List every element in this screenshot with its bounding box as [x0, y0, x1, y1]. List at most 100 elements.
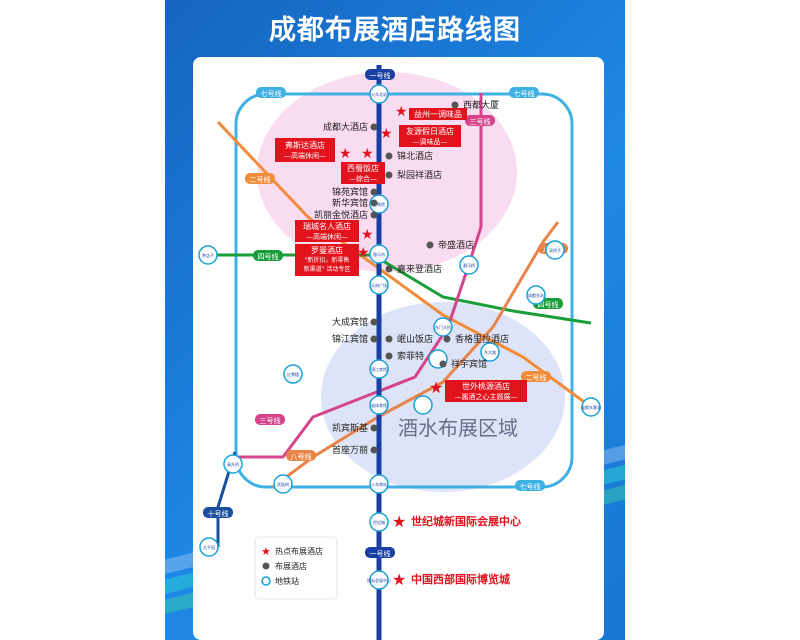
- svg-text:四号线: 四号线: [538, 300, 559, 309]
- star-icon: ★: [339, 146, 352, 162]
- hotel-item: 凯宾斯基: [332, 422, 378, 434]
- hotel-item: 新华宾馆: [332, 197, 378, 209]
- svg-text:省体育馆: 省体育馆: [371, 402, 387, 408]
- legend-metro: 地铁站: [275, 576, 299, 586]
- svg-text:双桥子: 双桥子: [549, 247, 561, 253]
- svg-text:凯丽金悦酒店: 凯丽金悦酒店: [314, 209, 368, 221]
- station-labels: 火车北站 文殊院 骆马市 天府广场 锦江宾馆 省体育馆 火车南站 世纪城 国际会…: [202, 91, 601, 583]
- legend-dot-icon: [262, 562, 270, 570]
- svg-text:成都东客站: 成都东客站: [581, 404, 601, 410]
- hotel-item: 成都大酒店: [323, 121, 378, 133]
- star-icon: ★: [380, 126, 393, 142]
- legend: ★ 热点布展酒店 布展酒店 地铁站: [254, 536, 338, 600]
- svg-text:—高端休闲—: —高端休闲—: [306, 232, 348, 241]
- metro-stations: [198, 84, 601, 590]
- svg-text:香格里拉酒店: 香格里拉酒店: [455, 333, 509, 345]
- svg-text:中国西部国际博览城: 中国西部国际博览城: [411, 572, 510, 586]
- svg-text:祥宇宾馆: 祥宇宾馆: [451, 358, 487, 370]
- svg-text:驷马桥: 驷马桥: [463, 262, 475, 268]
- svg-text:—综合—: —综合—: [349, 174, 377, 183]
- svg-text:西都大厦: 西都大厦: [463, 99, 499, 111]
- svg-text:一号线: 一号线: [370, 549, 391, 558]
- star-icon: ★: [392, 512, 406, 531]
- svg-text:锦苑宾馆: 锦苑宾馆: [332, 186, 368, 198]
- line-badges: 七号线 七号线 七号线 二号线 二号线 四号线 四号线 八号线 八号线 三号线 …: [203, 69, 568, 558]
- svg-text:罗曼酒店: 罗曼酒店: [311, 245, 343, 255]
- hotel-item: 嘉来登酒店: [385, 263, 442, 275]
- exhibit-zone: [321, 302, 565, 492]
- star-icon: ★: [357, 245, 370, 261]
- line7-ring: [234, 92, 574, 489]
- svg-text:火车北站: 火车北站: [371, 91, 387, 97]
- svg-text:天府广场: 天府广场: [371, 282, 387, 288]
- legend-circle-icon: [261, 576, 271, 586]
- svg-text:—调味品—: —调味品—: [413, 137, 448, 146]
- svg-text:嘉来登酒店: 嘉来登酒店: [397, 263, 442, 275]
- svg-text:高升桥: 高升桥: [227, 461, 239, 467]
- hotel-item: 锦北酒店: [385, 150, 433, 162]
- svg-text:红牌楼: 红牌楼: [287, 371, 299, 377]
- svg-text:新渠道" 活动专区: 新渠道" 活动专区: [304, 265, 351, 273]
- svg-text:东大路: 东大路: [484, 349, 496, 355]
- svg-text:七号线: 七号线: [520, 482, 541, 491]
- legend-star-icon: ★: [261, 545, 271, 558]
- svg-text:岷山饭店: 岷山饭店: [397, 333, 433, 345]
- hotel-item: 梨园祥酒店: [385, 169, 442, 181]
- svg-text:新华宾馆: 新华宾馆: [332, 197, 368, 209]
- hot-hotel-ruicheng: 瑞城名人酒店 —高端休闲— ★: [295, 220, 374, 243]
- svg-text:八号线: 八号线: [291, 452, 312, 461]
- hotel-item: 锦苑宾馆: [332, 186, 378, 198]
- svg-text:十号线: 十号线: [208, 509, 229, 518]
- venue-western: ★ 中国西部国际博览城: [392, 570, 510, 589]
- hotel-item: 祥宇宾馆: [439, 358, 487, 370]
- svg-text:太平园: 太平园: [203, 544, 215, 550]
- svg-text:大成宾馆: 大成宾馆: [332, 316, 368, 328]
- star-icon: ★: [361, 146, 374, 162]
- hot-hotel-luoman: 罗曼酒店 "新折扣，新零售 新渠道" 活动专区 ★: [295, 244, 370, 276]
- page-title: 成都布展酒店路线图: [269, 15, 521, 46]
- star-icon: ★: [429, 378, 443, 397]
- svg-text:西蜀饭店: 西蜀饭店: [347, 163, 379, 173]
- svg-text:成都大酒店: 成都大酒店: [323, 121, 368, 133]
- svg-text:骆马市: 骆马市: [373, 251, 385, 257]
- hotel-item: 凯丽金悦酒店: [314, 209, 378, 221]
- svg-text:火车南站: 火车南站: [371, 481, 387, 487]
- svg-text:首座万丽: 首座万丽: [332, 444, 368, 456]
- svg-text:国际会展中心: 国际会展中心: [367, 577, 391, 583]
- svg-text:四号线: 四号线: [258, 252, 279, 261]
- star-icon: ★: [392, 570, 406, 589]
- hot-hotel-xishu: 西蜀饭店 —综合—: [341, 162, 385, 184]
- svg-text:七号线: 七号线: [514, 89, 535, 98]
- hot-hotel-fusida: 弗斯达酒店 —高端休闲— ★ ★: [275, 138, 374, 162]
- svg-text:成都东站: 成都东站: [528, 292, 544, 298]
- hot-hotel-youyuan: ★ 友源假日酒店 —调味品—: [380, 125, 461, 147]
- svg-text:世纪城新国际会展中心: 世纪城新国际会展中心: [411, 514, 521, 528]
- svg-text:三号线: 三号线: [260, 416, 281, 425]
- venue-century: ★ 世纪城新国际会展中心: [392, 512, 521, 531]
- hot-hotel-list: ★ 益州一调味品 ★ 友源假日酒店 —调味品— 弗斯达酒店 —高端休闲—: [275, 104, 527, 402]
- svg-text:世外桃源酒店: 世外桃源酒店: [462, 381, 510, 391]
- legend-hotel: 布展酒店: [275, 561, 307, 571]
- hotel-item: 帝盛酒店: [426, 239, 474, 251]
- svg-text:梨园祥酒店: 梨园祥酒店: [397, 169, 442, 181]
- hotel-item: 香格里拉酒店: [443, 333, 509, 345]
- svg-text:二号线: 二号线: [250, 175, 271, 184]
- svg-text:世纪城: 世纪城: [373, 519, 385, 525]
- svg-text:—酱酒之心主题展—: —酱酒之心主题展—: [455, 392, 518, 401]
- hotel-item: 岷山饭店: [385, 333, 433, 345]
- hotel-item: 首座万丽: [332, 444, 378, 456]
- hotel-item: 锦江宾馆: [332, 333, 378, 345]
- legend-hot: 热点布展酒店: [275, 546, 323, 556]
- hotel-item: 大成宾馆: [332, 316, 378, 328]
- svg-text:锦江宾馆: 锦江宾馆: [332, 333, 368, 345]
- svg-text:凯宾斯基: 凯宾斯基: [332, 422, 368, 434]
- svg-text:茶店子: 茶店子: [202, 252, 214, 258]
- svg-text:帝盛酒店: 帝盛酒店: [438, 239, 474, 251]
- svg-text:弗斯达酒店: 弗斯达酒店: [285, 140, 325, 150]
- svg-text:文殊院: 文殊院: [373, 201, 385, 207]
- svg-text:三号线: 三号线: [470, 117, 491, 126]
- svg-text:"新折扣，新零售: "新折扣，新零售: [305, 256, 350, 264]
- star-icon: ★: [361, 227, 374, 243]
- svg-text:七号线: 七号线: [261, 89, 282, 98]
- svg-text:友源假日酒店: 友源假日酒店: [406, 126, 454, 136]
